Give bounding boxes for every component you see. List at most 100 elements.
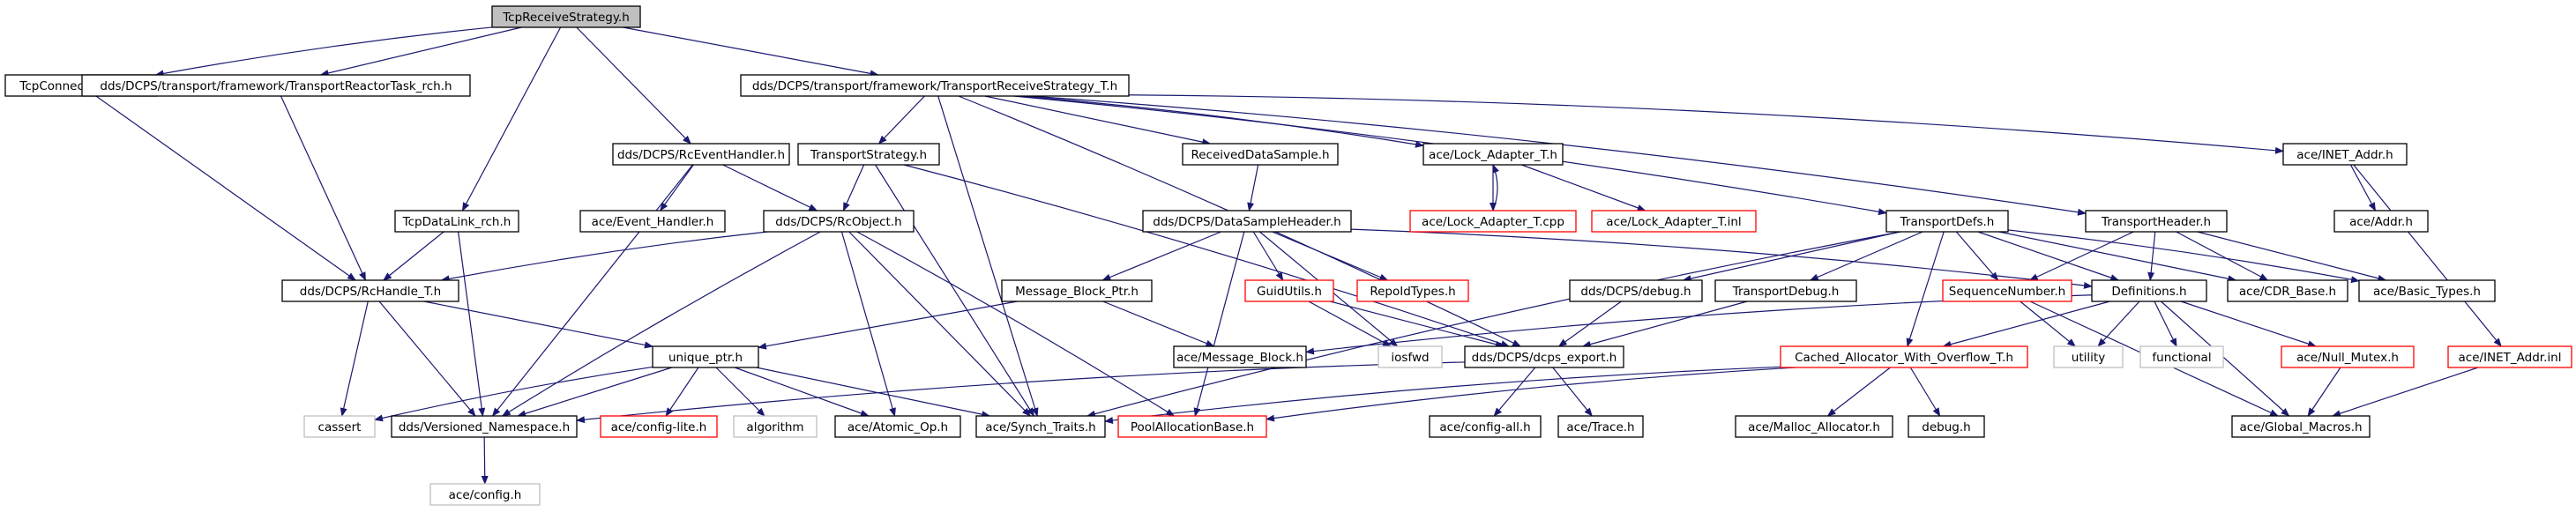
node-box-thdr [2085,210,2228,233]
node-versioned[interactable]: dds/Versioned_Namespace.h [391,415,578,438]
node-box-rchandle [281,279,459,302]
edge-cachalloc-to-pab [1266,367,1796,422]
edge-trs-to-lockad [1020,95,1424,148]
node-cfglite[interactable]: ace/config-lite.h [600,415,718,438]
node-label-lockinl: ace/Lock_Adapter_T.inl [1606,215,1741,229]
node-msgblk[interactable]: ace/Message_Block.h [1173,345,1307,368]
node-gmacros[interactable]: ace/Global_Macros.h [2231,415,2371,438]
edge-thdr-to-cdr [2176,231,2269,281]
edge-rds-to-dsh [1247,164,1259,211]
node-box-trs [740,74,1130,97]
node-box-dcpsexp [1464,345,1624,368]
node-dsh[interactable]: dds/DCPS/DataSampleHeader.h [1142,210,1352,233]
node-label-cdr: ace/CDR_Base.h [2239,285,2336,299]
node-inet[interactable]: ace/INET_Addr.h [2282,143,2408,166]
node-box-pab [1117,415,1267,438]
node-repoid[interactable]: RepoIdTypes.h [1356,279,1469,302]
node-synch[interactable]: ace/Synch_Traits.h [975,415,1106,438]
node-box-versioned [391,415,578,438]
node-malloc[interactable]: ace/Malloc_Allocator.h [1735,415,1893,438]
node-label-tdefs: TransportDefs.h [1900,215,1995,229]
edge-ts-to-rcobj [842,164,865,211]
edge-defs-to-cachalloc [1942,301,2110,348]
node-lockinl[interactable]: ace/Lock_Adapter_T.inl [1591,210,1757,233]
node-rcobj[interactable]: dds/DCPS/RcObject.h [763,210,915,233]
node-label-cassert: cassert [318,420,362,434]
node-tdefs[interactable]: TransportDefs.h [1885,210,2009,233]
edge-trtask-to-rchandle [280,95,367,281]
node-thdr[interactable]: TransportHeader.h [2085,210,2228,233]
edge-rceh-to-versioned [491,164,693,417]
node-seqnum[interactable]: SequenceNumber.h [1942,279,2072,302]
edge-rcobj-to-rchandle [440,231,768,283]
edge-uniq-to-cassert [374,366,653,422]
node-box-utility [2053,345,2124,368]
node-debugh[interactable]: debug.h [1908,415,1985,438]
node-lockcpp[interactable]: ace/Lock_Adapter_T.cpp [1409,210,1577,233]
node-label-inetinl: ace/INET_Addr.inl [2459,351,2562,365]
edge-tdefs-to-basict [2007,229,2360,284]
node-label-algorithm: algorithm [746,420,803,434]
node-label-synch: ace/Synch_Traits.h [985,420,1095,434]
node-label-trs: dds/DCPS/transport/framework/TransportRe… [752,79,1117,93]
node-algorithm[interactable]: algorithm [733,415,818,438]
node-basict[interactable]: ace/Basic_Types.h [2358,279,2496,302]
node-inetinl[interactable]: ace/INET_Addr.inl [2447,345,2572,368]
edge-thdr-to-basict [2197,231,2387,282]
node-box-lockinl [1591,210,1757,233]
node-uniq[interactable]: unique_ptr.h [652,345,759,368]
node-lockad[interactable]: ace/Lock_Adapter_T.h [1422,143,1564,166]
node-cachalloc[interactable]: Cached_Allocator_With_Overflow_T.h [1780,345,2028,368]
edge-ts-to-synch [875,164,1034,417]
node-rchandle[interactable]: dds/DCPS/RcHandle_T.h [281,279,459,302]
node-label-config: ace/config.h [449,488,522,502]
node-box-msgblk [1173,345,1307,368]
node-rds[interactable]: ReceivedDataSample.h [1182,143,1339,166]
edge-inet-to-aceaddr [2349,164,2377,211]
edge-dsh-to-pab [1193,231,1245,417]
node-nullmutex[interactable]: ace/Null_Mutex.h [2281,345,2415,368]
node-label-dsh: dds/DCPS/DataSampleHeader.h [1153,215,1340,229]
node-dbg[interactable]: dds/DCPS/debug.h [1569,279,1703,302]
node-box-malloc [1735,415,1893,438]
node-box-mbp [1001,279,1153,302]
node-label-seqnum: SequenceNumber.h [1949,285,2065,299]
node-box-cfgall [1429,415,1542,438]
node-dcpsexp[interactable]: dds/DCPS/dcps_export.h [1464,345,1624,368]
node-atomic[interactable]: ace/Atomic_Op.h [834,415,961,438]
node-label-trace: ace/Trace.h [1566,420,1634,434]
edge-cachalloc-to-debugh [1909,367,1941,417]
edge-rchandle-to-cassert [340,301,369,417]
node-defs[interactable]: Definitions.h [2091,279,2207,302]
node-root[interactable]: TcpReceiveStrategy.h [491,5,641,28]
edge-defs-to-functional [2154,301,2177,347]
edge-rchandle-to-versioned [378,301,476,417]
node-functional[interactable]: functional [2139,345,2224,368]
node-pab[interactable]: PoolAllocationBase.h [1117,415,1267,438]
node-trace[interactable]: ace/Trace.h [1557,415,1644,438]
edge-defs-to-msgblk [1305,294,2093,355]
node-box-functional [2139,345,2224,368]
node-utility[interactable]: utility [2053,345,2124,368]
node-config[interactable]: ace/config.h [429,483,541,506]
edge-guid-to-dcpsexp [1330,301,1505,348]
edge-uniq-to-atomic [734,367,870,417]
edge-lockcpp-to-lockad [1492,164,1499,211]
node-trs[interactable]: dds/DCPS/transport/framework/TransportRe… [740,74,1130,97]
node-guid[interactable]: GuidUtils.h [1244,279,1334,302]
node-trtask[interactable]: dds/DCPS/transport/framework/TransportRe… [81,74,471,97]
node-ts[interactable]: TransportStrategy.h [797,143,940,166]
node-cassert[interactable]: cassert [303,415,376,438]
node-box-inetinl [2447,345,2572,368]
node-tcpdl[interactable]: TcpDataLink_rch.h [394,210,519,233]
node-iosfwd[interactable]: iosfwd [1378,345,1443,368]
node-box-debugh [1908,415,1985,438]
node-cdr[interactable]: ace/CDR_Base.h [2227,279,2348,302]
node-tdebug[interactable]: TransportDebug.h [1714,279,1857,302]
node-rceh[interactable]: dds/DCPS/RcEventHandler.h [612,143,790,166]
node-evh[interactable]: ace/Event_Handler.h [579,210,726,233]
node-cfgall[interactable]: ace/config-all.h [1429,415,1542,438]
node-aceaddr[interactable]: ace/Addr.h [2333,210,2429,233]
node-mbp[interactable]: Message_Block_Ptr.h [1001,279,1153,302]
